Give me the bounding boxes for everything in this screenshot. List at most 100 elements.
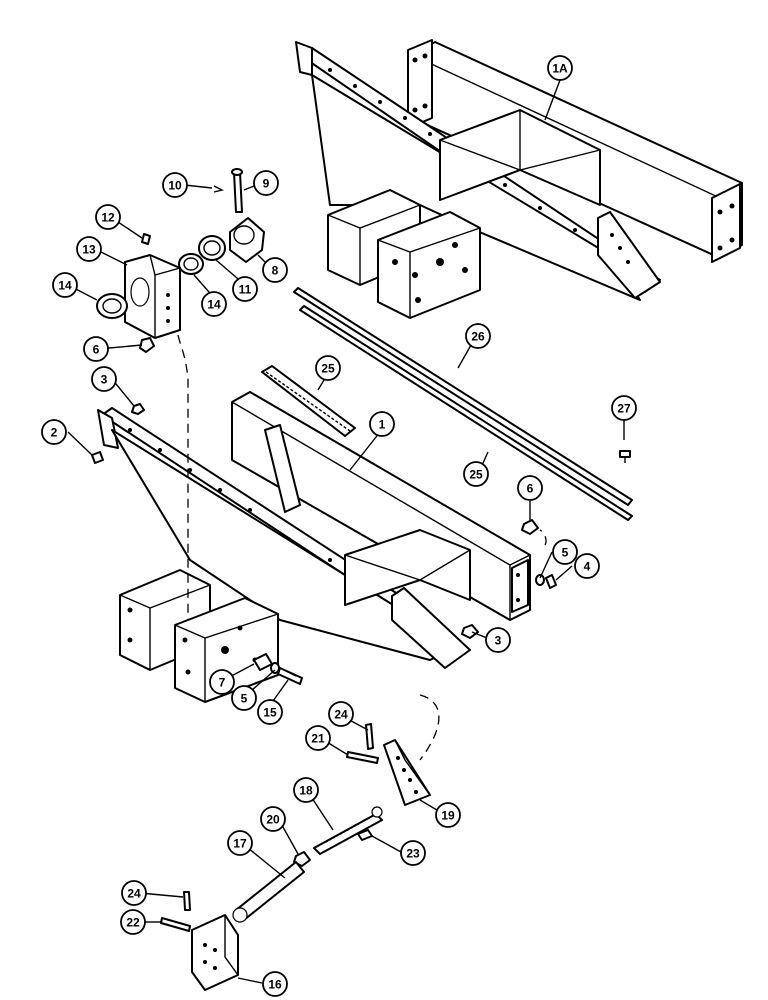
callout-circle <box>95 204 121 230</box>
callout-number: 24 <box>127 887 141 901</box>
callout-9: 9 <box>253 170 279 196</box>
callout-circle <box>41 419 67 445</box>
callout-14a: 14 <box>52 272 78 298</box>
callout-circle <box>262 257 288 283</box>
callout-number: 19 <box>441 809 455 823</box>
callout-17: 17 <box>227 830 253 856</box>
callout-circle <box>485 627 511 653</box>
callout-4: 4 <box>574 553 600 579</box>
callout-number: 24 <box>334 708 348 722</box>
frame-hardware <box>91 450 631 685</box>
callout-number: 4 <box>584 560 591 574</box>
callout-number: 25 <box>469 468 483 482</box>
callout-3a: 3 <box>91 366 117 392</box>
callout-circle <box>232 276 258 302</box>
callout-circle <box>201 291 227 317</box>
callout-circle <box>328 701 354 727</box>
callout-11: 11 <box>232 276 258 302</box>
bearing-stack <box>96 168 265 415</box>
callout-1: 1 <box>369 411 395 437</box>
callout-circle <box>76 236 102 262</box>
callout-number: 26 <box>471 330 485 344</box>
callout-21: 21 <box>305 725 331 751</box>
callout-1A: 1A <box>547 55 573 81</box>
callout-25a: 25 <box>315 355 341 381</box>
callout-15: 15 <box>257 699 283 725</box>
callout-circle <box>83 336 109 362</box>
callout-circle <box>231 685 257 711</box>
callout-number: 3 <box>495 634 502 648</box>
callout-circle <box>121 880 147 906</box>
callout-circle <box>315 355 341 381</box>
callout-number: 1A <box>552 62 568 76</box>
callout-circle <box>91 366 117 392</box>
callout-number: 2 <box>51 426 58 440</box>
callout-10: 10 <box>162 172 188 198</box>
callout-number: 6 <box>93 343 100 357</box>
callout-circle <box>52 272 78 298</box>
callout-number: 22 <box>126 916 140 930</box>
callout-number: 11 <box>239 283 252 297</box>
callout-number: 8 <box>272 264 279 278</box>
callout-circle <box>260 806 286 832</box>
assembly-lines <box>177 334 547 761</box>
callout-circle <box>369 411 395 437</box>
callout-20: 20 <box>260 806 286 832</box>
callout-number: 23 <box>406 847 420 861</box>
callout-5b: 5 <box>231 685 257 711</box>
callout-24b: 24 <box>121 880 147 906</box>
callout-3b: 3 <box>485 627 511 653</box>
callout-circle <box>611 395 637 421</box>
callout-number: 17 <box>233 837 247 851</box>
callout-number: 5 <box>241 692 248 706</box>
strip-26-and-25 <box>293 287 633 521</box>
callout-2: 2 <box>41 419 67 445</box>
callout-number: 20 <box>266 813 280 827</box>
main-frame-1 <box>97 391 531 703</box>
callout-number: 16 <box>268 978 282 992</box>
callout-circle <box>305 725 331 751</box>
lower-linkage <box>160 723 431 991</box>
callout-number: 9 <box>263 177 270 191</box>
callout-22: 22 <box>120 909 146 935</box>
callout-circle <box>465 323 491 349</box>
callout-16: 16 <box>262 971 288 997</box>
callout-number: 21 <box>311 732 325 746</box>
callout-number: 10 <box>168 179 182 193</box>
callout-circle <box>400 840 426 866</box>
callout-23: 23 <box>400 840 426 866</box>
callout-18: 18 <box>293 777 319 803</box>
callout-number: 14 <box>207 298 221 312</box>
callout-7: 7 <box>209 669 235 695</box>
callout-circle <box>162 172 188 198</box>
callout-number: 27 <box>617 402 631 416</box>
callout-circle <box>547 55 573 81</box>
callout-24a: 24 <box>328 701 354 727</box>
callout-number: 15 <box>263 706 277 720</box>
callout-number: 5 <box>562 546 569 560</box>
callout-number: 25 <box>321 362 335 376</box>
callout-number: 12 <box>101 211 115 225</box>
frame-assembly-1a <box>295 39 743 319</box>
callout-labels: 1A12334556678910111213141415161718192021… <box>41 55 637 997</box>
callout-number: 14 <box>58 279 72 293</box>
callout-number: 3 <box>101 373 108 387</box>
callout-circle <box>227 830 253 856</box>
callout-6b: 6 <box>517 475 543 501</box>
callout-number: 1 <box>379 418 386 432</box>
callout-circle <box>262 971 288 997</box>
callout-circle <box>257 699 283 725</box>
callout-number: 13 <box>82 243 96 257</box>
callout-19: 19 <box>435 802 461 828</box>
callout-circle <box>574 553 600 579</box>
callout-circle <box>253 170 279 196</box>
callout-circle <box>517 475 543 501</box>
callout-number: 18 <box>299 784 313 798</box>
callout-12: 12 <box>95 204 121 230</box>
callout-number: 6 <box>527 482 534 496</box>
callout-26: 26 <box>465 323 491 349</box>
callout-number: 7 <box>219 676 226 690</box>
callout-circle <box>435 802 461 828</box>
